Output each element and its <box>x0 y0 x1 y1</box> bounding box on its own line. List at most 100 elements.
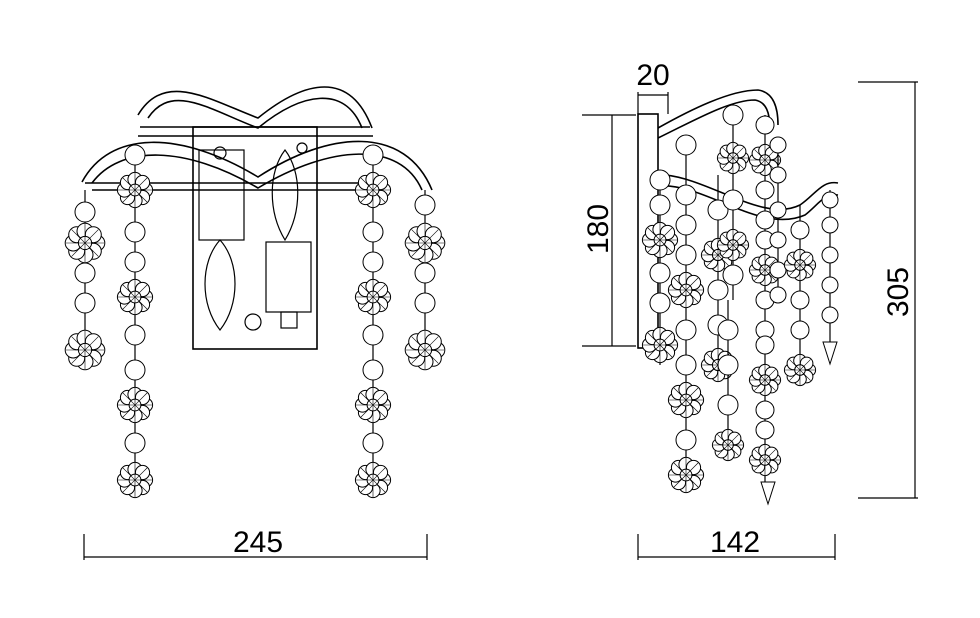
crystal-bead <box>821 246 839 264</box>
crystal-flower <box>783 353 817 387</box>
crystal-bead <box>649 194 671 216</box>
crystal-bead <box>124 432 146 454</box>
crystal-bead <box>755 210 775 230</box>
crystal-bead <box>707 199 729 221</box>
crystal-flower <box>116 461 154 499</box>
crystal-bead <box>414 262 436 284</box>
side-upper-arm <box>657 89 779 139</box>
crystal-bead <box>362 324 384 346</box>
dimension-plate-height: 180 <box>582 114 636 347</box>
crystal-flower <box>716 141 750 175</box>
crystal-flower <box>116 386 154 424</box>
crystal-bead <box>717 354 739 376</box>
crystal-flower <box>748 443 782 477</box>
crystal-flower <box>748 143 782 177</box>
crystal-bead <box>649 262 671 284</box>
crystal-drop <box>822 341 838 366</box>
crystal-flower <box>404 329 446 371</box>
crystal-bead <box>74 201 96 223</box>
dimension-plate-thickness: 20 <box>636 59 670 114</box>
crystal-flower <box>716 228 750 262</box>
crystal-drop <box>760 481 776 506</box>
width-label-245: 245 <box>233 526 283 559</box>
front-lamp-holder <box>265 241 312 313</box>
crystal-bead <box>821 191 839 209</box>
crystal-bead <box>414 292 436 314</box>
crystal-bead <box>769 136 787 154</box>
crystal-flower <box>748 363 782 397</box>
crystal-bead <box>722 104 744 126</box>
crystal-flower <box>404 222 446 264</box>
crystal-bead <box>675 429 697 451</box>
crystal-bead <box>675 354 697 376</box>
crystal-bead <box>707 279 729 301</box>
front-arm-upper <box>138 126 373 137</box>
crystal-flower <box>116 278 154 316</box>
crystal-bead <box>821 276 839 294</box>
crystal-bead <box>821 216 839 234</box>
crystal-bead <box>769 261 787 279</box>
crystal-bead <box>362 359 384 381</box>
crystal-bead <box>414 194 436 216</box>
front-bulb-right <box>271 149 299 242</box>
crystal-bead <box>722 264 744 286</box>
crystal-flower <box>354 386 392 424</box>
plate-label-20: 20 <box>636 59 669 92</box>
crystal-flower <box>116 171 154 209</box>
crystal-bead <box>362 251 384 273</box>
crystal-bead <box>675 319 697 341</box>
crystal-bead <box>675 184 697 206</box>
crystal-bead <box>675 214 697 236</box>
crystal-bead <box>790 290 810 310</box>
side-crystal-strands <box>641 104 839 506</box>
crystal-bead <box>769 231 787 249</box>
crystal-flower <box>667 271 705 309</box>
crystal-bead <box>717 319 739 341</box>
crystal-bead <box>790 320 810 340</box>
crystal-flower <box>711 428 745 462</box>
crystal-bead <box>755 115 775 135</box>
crystal-bead <box>717 394 739 416</box>
dimension-width-front: 245 <box>83 526 428 560</box>
crystal-flower <box>667 381 705 419</box>
plate-height-label-180: 180 <box>582 204 615 254</box>
crystal-flower <box>64 222 106 264</box>
crystal-bead <box>362 144 384 166</box>
front-upper-wave <box>137 86 373 129</box>
crystal-bead <box>769 201 787 219</box>
crystal-bead <box>124 221 146 243</box>
crystal-bead <box>362 221 384 243</box>
front-bulb-left <box>204 239 236 331</box>
crystal-bead <box>74 262 96 284</box>
front-mount-bracket <box>198 149 245 241</box>
front-lamp-socket <box>280 311 298 329</box>
crystal-bead <box>790 220 810 240</box>
crystal-flower <box>354 278 392 316</box>
crystal-flower <box>354 171 392 209</box>
crystal-bead <box>755 335 775 355</box>
total-height-label-305: 305 <box>882 267 915 317</box>
crystal-bead <box>362 432 384 454</box>
front-screw-mid <box>244 313 262 331</box>
crystal-bead <box>769 286 787 304</box>
crystal-bead <box>675 244 697 266</box>
crystal-bead <box>649 292 671 314</box>
dimension-depth-side: 142 <box>637 526 836 560</box>
crystal-bead <box>821 306 839 324</box>
crystal-bead <box>124 359 146 381</box>
depth-label-142: 142 <box>710 526 760 559</box>
front-screw-left <box>213 146 227 160</box>
crystal-bead <box>755 180 775 200</box>
crystal-bead <box>675 134 697 156</box>
crystal-flower <box>64 329 106 371</box>
crystal-flower <box>641 326 679 364</box>
crystal-bead <box>755 400 775 420</box>
crystal-flower <box>354 461 392 499</box>
crystal-bead <box>722 189 744 211</box>
crystal-flower <box>641 221 679 259</box>
crystal-bead <box>74 292 96 314</box>
front-crystal-strands <box>64 144 446 499</box>
crystal-bead <box>124 251 146 273</box>
crystal-bead <box>755 420 775 440</box>
